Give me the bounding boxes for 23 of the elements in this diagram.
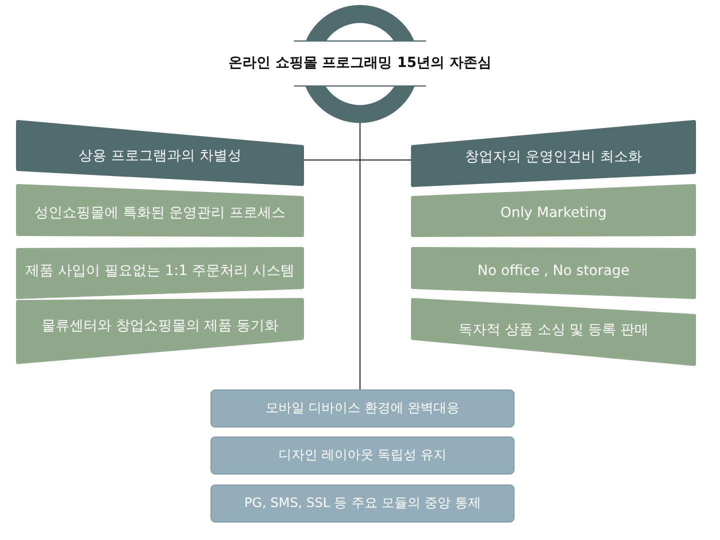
banner-text: 독자적 상품 소싱 및 등록 판매 bbox=[457, 320, 650, 338]
feature-banner bbox=[18, 300, 302, 362]
feature-banner bbox=[413, 300, 694, 364]
banner-text: 물류센터와 창업쇼핑몰의 제품 동기화 bbox=[40, 316, 280, 334]
banner-text: Only Marketing bbox=[499, 204, 608, 222]
ring-label: 온라인 쇼핑몰 프로그래밍 15년의 자존심 bbox=[228, 54, 492, 72]
feature-banner bbox=[18, 249, 302, 297]
feature-box bbox=[211, 437, 514, 474]
box-text: 디자인 레이아웃 독립성 유지 bbox=[277, 446, 448, 464]
banner-text: 상용 프로그램과의 차별성 bbox=[78, 146, 242, 164]
feature-banner bbox=[18, 122, 302, 185]
feature-box bbox=[211, 390, 514, 427]
banner-text: No office , No storage bbox=[476, 262, 630, 280]
banner-text: 제품 사입이 필요없는 1:1 주문처리 시스템 bbox=[24, 262, 296, 280]
box-text: PG, SMS, SSL 등 주요 모듈의 중앙 통제 bbox=[243, 494, 482, 512]
feature-banner bbox=[18, 186, 302, 236]
banner-text: 성인쇼핑몰에 특화된 운영관리 프로세스 bbox=[33, 204, 287, 222]
box-text: 모바일 디바이스 환경에 완벽대응 bbox=[264, 400, 461, 418]
feature-banner bbox=[413, 186, 694, 236]
banner-text: 창업자의 운영인건비 최소화 bbox=[464, 148, 643, 166]
feature-banner bbox=[413, 249, 694, 297]
feature-banner bbox=[413, 122, 694, 185]
feature-box bbox=[211, 485, 514, 522]
